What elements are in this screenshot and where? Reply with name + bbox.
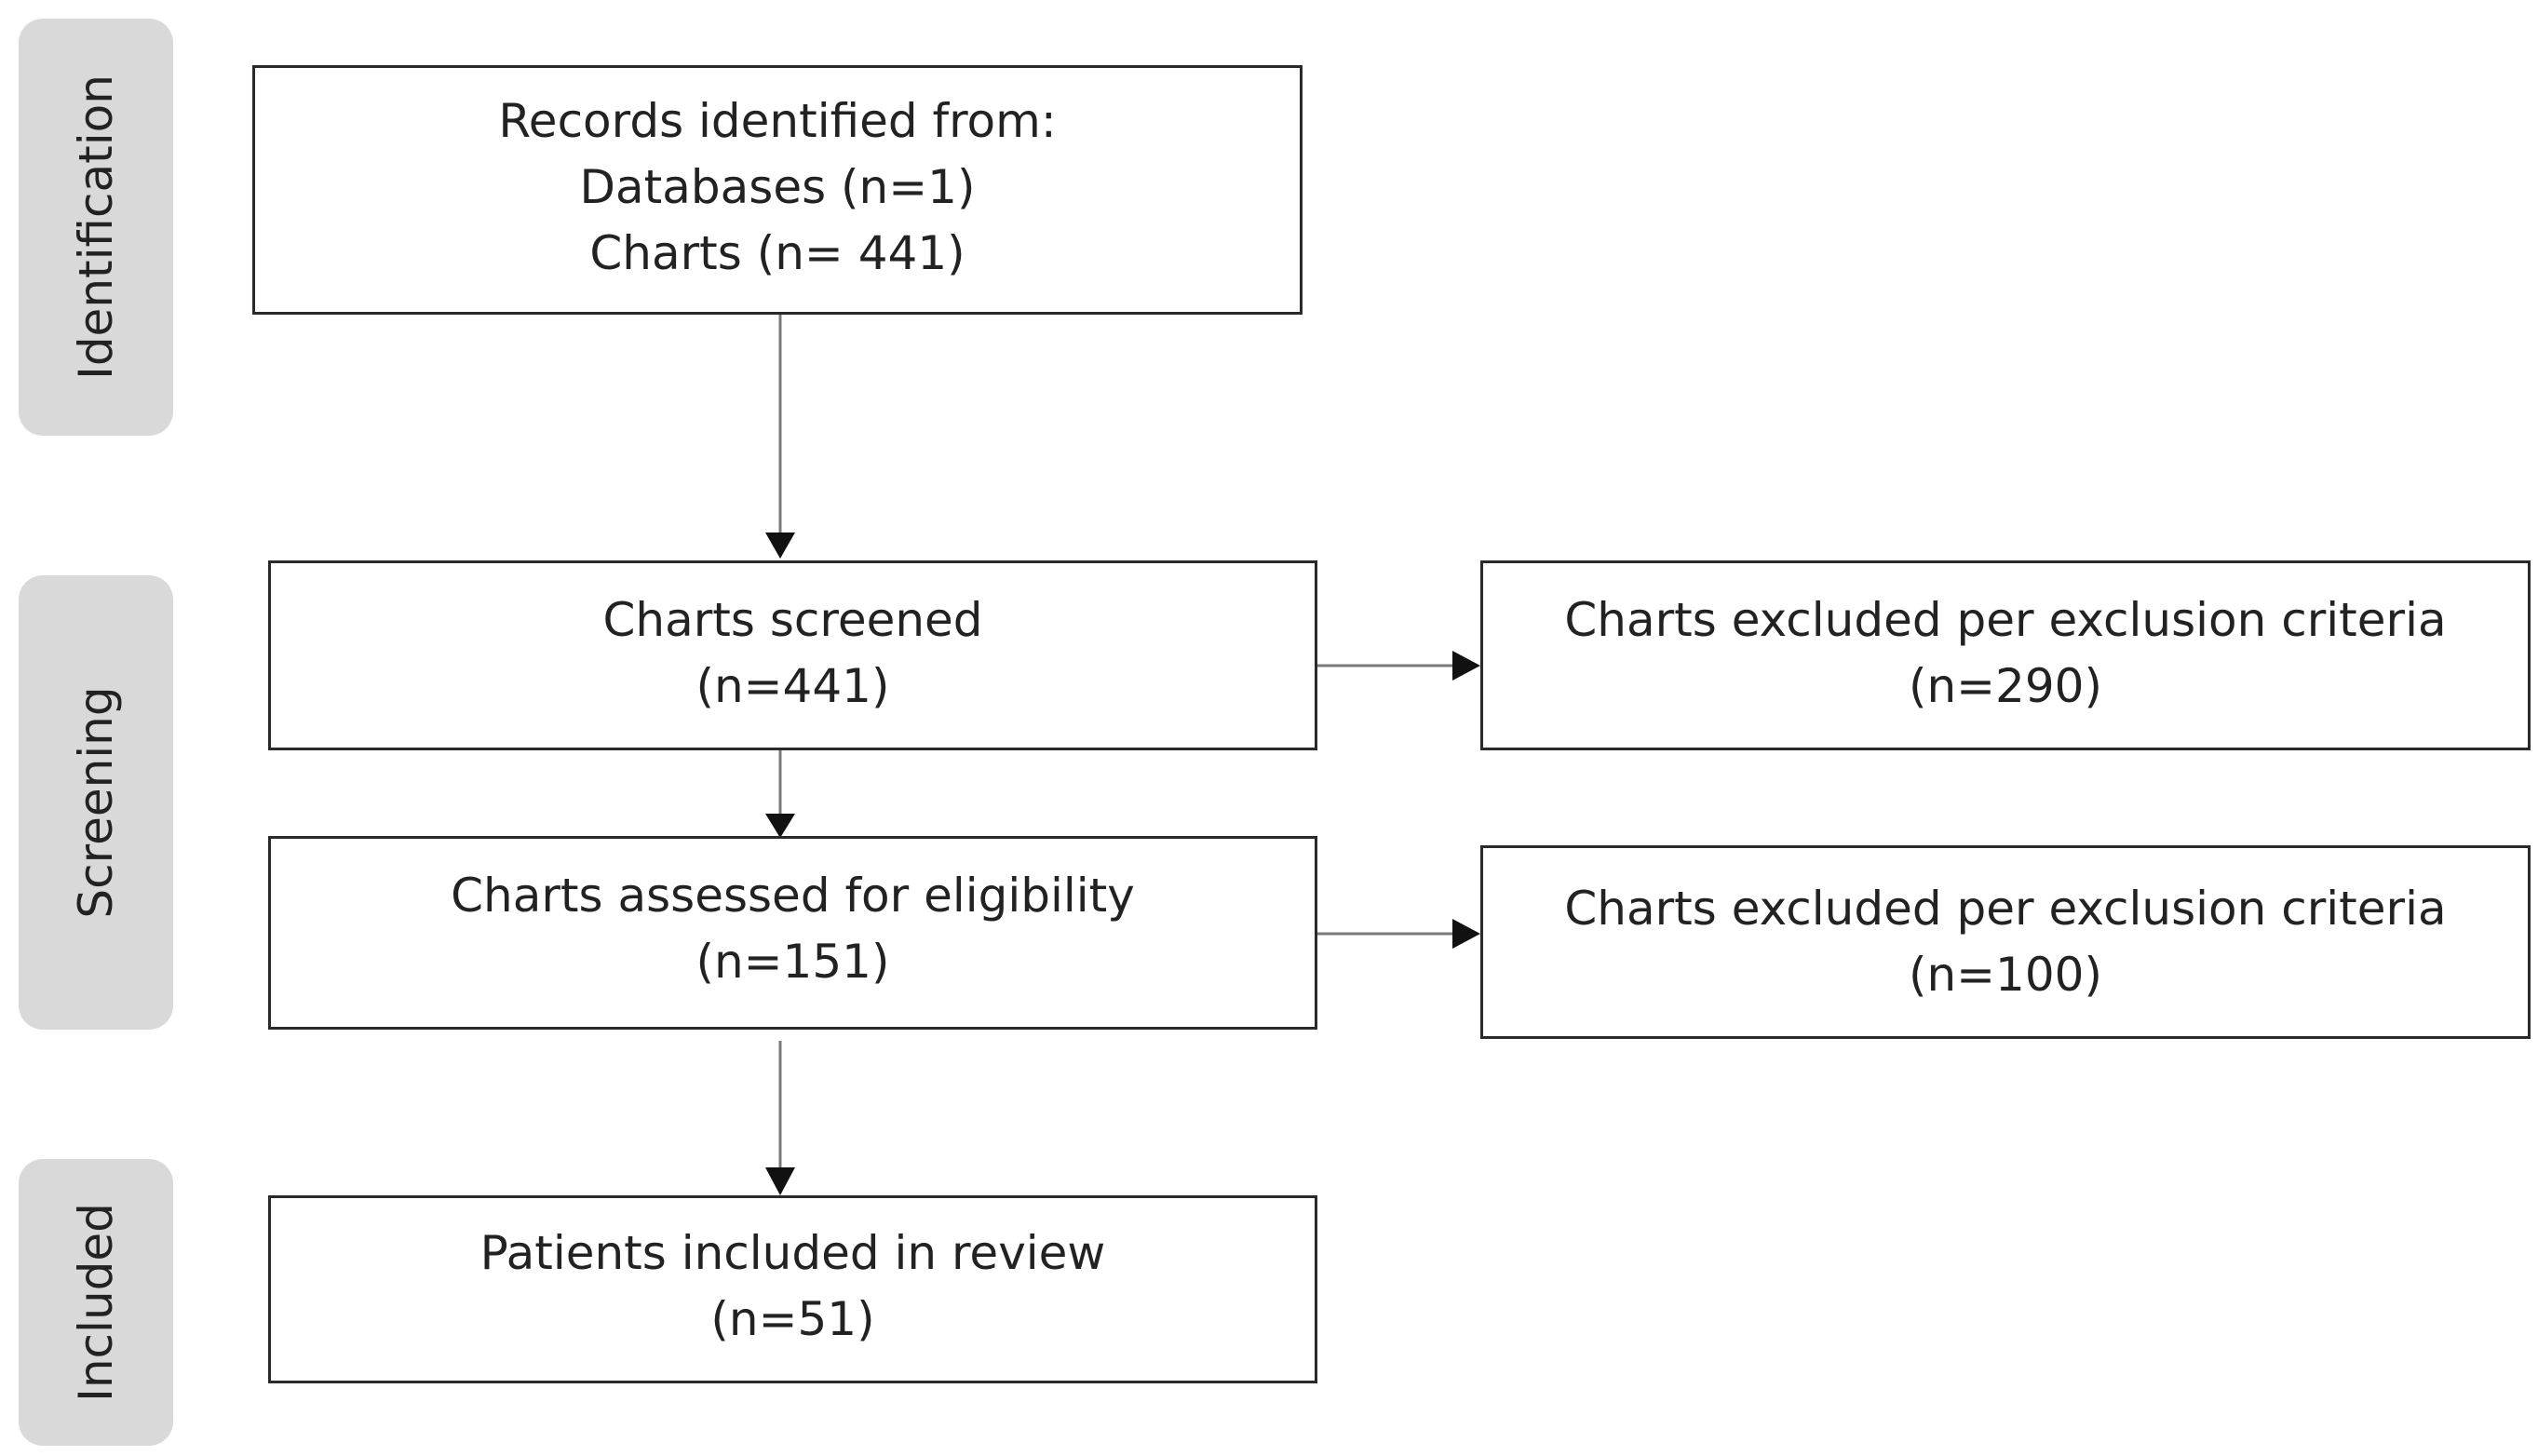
- box-charts-screened: Charts screened (n=441): [268, 560, 1317, 750]
- arrowhead-assessed-to-excluded: [1452, 919, 1480, 949]
- records-identified-heading: Records identified from:: [498, 94, 1057, 148]
- excluded-eligibility-label: Charts excluded per exclusion criteria: [1564, 882, 2447, 936]
- excluded-screening-label: Charts excluded per exclusion criteria: [1564, 593, 2447, 647]
- box-excluded-screening: Charts excluded per exclusion criteria (…: [1480, 560, 2531, 750]
- charts-screened-label: Charts screened: [602, 593, 983, 647]
- patients-included-count: (n=51): [710, 1292, 875, 1346]
- patients-included-label: Patients included in review: [479, 1226, 1106, 1280]
- box-patients-included: Patients included in review (n=51): [268, 1195, 1317, 1383]
- excluded-screening-count: (n=290): [1908, 659, 2103, 713]
- assessed-eligibility-count: (n=151): [695, 935, 890, 989]
- records-charts-count: Charts (n= 441): [589, 226, 965, 280]
- arrowhead-screened-to-assessed: [765, 814, 795, 838]
- box-assessed-eligibility: Charts assessed for eligibility (n=151): [268, 836, 1317, 1030]
- charts-screened-count: (n=441): [695, 659, 890, 713]
- assessed-eligibility-label: Charts assessed for eligibility: [451, 869, 1135, 923]
- arrowhead-records-to-screened: [765, 533, 795, 559]
- stage-included: Included: [19, 1159, 173, 1446]
- stage-screening: Screening: [19, 575, 173, 1030]
- stage-identification: Identification: [19, 19, 173, 436]
- arrowhead-screened-to-excluded: [1452, 651, 1480, 681]
- arrowhead-assessed-to-included: [765, 1167, 795, 1195]
- box-excluded-eligibility: Charts excluded per exclusion criteria (…: [1480, 845, 2531, 1039]
- records-databases-count: Databases (n=1): [579, 160, 976, 214]
- box-records-identified: Records identified from: Databases (n=1)…: [252, 65, 1303, 315]
- excluded-eligibility-count: (n=100): [1908, 948, 2103, 1002]
